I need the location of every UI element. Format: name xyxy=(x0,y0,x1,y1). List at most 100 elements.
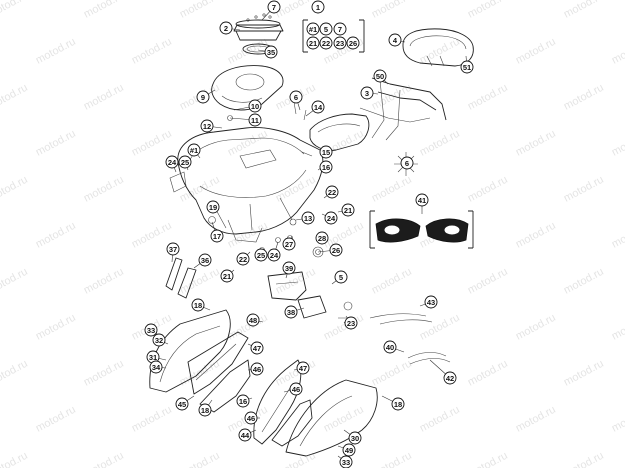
part-callout[interactable]: 24 xyxy=(324,211,338,225)
part-callout[interactable]: 45 xyxy=(175,397,189,411)
part-callout[interactable]: 23 xyxy=(344,316,358,330)
part-callout[interactable]: 21 xyxy=(341,203,355,217)
part-callout[interactable]: 40 xyxy=(383,340,397,354)
watermark-text: motod.ru xyxy=(418,312,462,343)
part-callout[interactable]: 33 xyxy=(339,455,353,468)
part-callout[interactable]: 17 xyxy=(210,229,224,243)
small-bracket-drawing xyxy=(297,295,327,319)
part-callout[interactable]: 24 xyxy=(165,155,179,169)
part-callout[interactable]: 22 xyxy=(236,252,250,266)
part-callout[interactable]: 23 xyxy=(333,36,347,50)
kit-box-frame xyxy=(302,19,365,53)
watermark-text: motod.ru xyxy=(0,82,30,113)
part-callout[interactable]: 42 xyxy=(443,371,457,385)
callout-circle xyxy=(196,90,210,104)
part-callout[interactable]: 25 xyxy=(178,155,192,169)
part-callout[interactable]: 14 xyxy=(311,100,325,114)
part-callout[interactable]: 36 xyxy=(198,253,212,267)
watermark-text: motod.ru xyxy=(0,174,30,205)
part-callout[interactable]: 22 xyxy=(325,185,339,199)
part-callout[interactable]: 25 xyxy=(254,248,268,262)
part-callout[interactable]: 13 xyxy=(301,211,315,225)
part-callout[interactable]: 32 xyxy=(152,333,166,347)
part-callout[interactable]: 33 xyxy=(144,323,158,337)
callout-label: 31 xyxy=(149,353,157,362)
part-callout[interactable]: 38 xyxy=(284,305,298,319)
callout-circle xyxy=(254,248,268,262)
callout-label: 19 xyxy=(209,203,217,212)
part-callout[interactable]: 16 xyxy=(319,160,333,174)
part-callout[interactable]: 46 xyxy=(250,362,264,376)
callout-label: 40 xyxy=(386,343,394,352)
part-callout[interactable]: 46 xyxy=(289,382,303,396)
watermark-text: motod.ru xyxy=(610,404,625,435)
part-callout[interactable]: 37 xyxy=(166,242,180,256)
callout-circle xyxy=(400,156,414,170)
part-callout[interactable]: 34 xyxy=(149,360,163,374)
part-callout[interactable]: 16 xyxy=(236,394,250,408)
part-callout[interactable]: 24 xyxy=(267,248,281,262)
part-callout[interactable]: 48 xyxy=(246,313,260,327)
part-callout[interactable]: 47 xyxy=(296,361,310,375)
part-callout[interactable]: 3 xyxy=(360,86,374,100)
part-callout[interactable]: 10 xyxy=(248,99,262,113)
part-callout[interactable]: 44 xyxy=(238,428,252,442)
watermark-text: motod.ru xyxy=(610,220,625,251)
part-callout[interactable]: 49 xyxy=(342,443,356,457)
part-callout[interactable]: 51 xyxy=(460,60,474,74)
part-callout[interactable]: 46 xyxy=(244,411,258,425)
part-callout[interactable]: 6 xyxy=(400,156,414,170)
bracket-drawing xyxy=(267,271,307,301)
part-callout[interactable]: 21 xyxy=(220,269,234,283)
callout-label: 10 xyxy=(251,102,259,111)
part-callout[interactable]: 39 xyxy=(282,261,296,275)
part-callout[interactable]: 19 xyxy=(206,200,220,214)
part-callout[interactable]: 6 xyxy=(289,90,303,104)
part-callout[interactable]: 18 xyxy=(391,397,405,411)
part-callout[interactable]: 35 xyxy=(264,45,278,59)
part-callout[interactable]: 7 xyxy=(267,0,281,14)
part-callout[interactable]: 26 xyxy=(346,36,360,50)
watermark-text: motod.ru xyxy=(562,450,606,468)
part-callout[interactable]: 12 xyxy=(200,119,214,133)
part-callout[interactable]: 5 xyxy=(319,22,333,36)
part-callout[interactable]: 28 xyxy=(315,231,329,245)
part-callout[interactable]: 26 xyxy=(329,243,343,257)
watermark-text: motod.ru xyxy=(370,450,414,468)
callout-circle xyxy=(250,362,264,376)
part-callout[interactable]: 11 xyxy=(248,113,262,127)
part-callout[interactable]: 5 xyxy=(334,270,348,284)
watermark-text: motod.ru xyxy=(130,220,174,251)
part-callout[interactable]: 22 xyxy=(319,36,333,50)
part-callout[interactable]: 1 xyxy=(311,0,325,14)
part-callout[interactable]: 43 xyxy=(424,295,438,309)
callout-label: 17 xyxy=(213,232,221,241)
callout-label: 38 xyxy=(287,308,295,317)
part-callout[interactable]: 15 xyxy=(319,145,333,159)
callout-label: 26 xyxy=(332,246,340,255)
fuel-cap-drawing xyxy=(233,13,284,55)
part-callout[interactable]: 7 xyxy=(333,22,347,36)
callout-circle xyxy=(360,86,374,100)
part-callout[interactable]: 30 xyxy=(348,431,362,445)
part-callout[interactable]: 9 xyxy=(196,90,210,104)
callout-label: 42 xyxy=(446,374,454,383)
part-callout[interactable]: #1 xyxy=(187,143,201,157)
part-callout[interactable]: 18 xyxy=(198,403,212,417)
part-callout[interactable]: 2 xyxy=(219,21,233,35)
callout-label: 11 xyxy=(251,116,259,125)
callout-circle xyxy=(175,397,189,411)
part-callout[interactable]: 21 xyxy=(306,36,320,50)
part-callout[interactable]: 27 xyxy=(282,237,296,251)
part-callout[interactable]: 47 xyxy=(250,341,264,355)
watermark-text: motod.ru xyxy=(610,312,625,343)
part-callout[interactable]: 4 xyxy=(388,33,402,47)
callout-label: 24 xyxy=(270,251,279,260)
part-callout[interactable]: 41 xyxy=(415,193,429,207)
part-callout[interactable]: 50 xyxy=(373,69,387,83)
callout-circle xyxy=(152,333,166,347)
part-callout[interactable]: #1 xyxy=(306,22,320,36)
part-callout[interactable]: 18 xyxy=(191,298,205,312)
